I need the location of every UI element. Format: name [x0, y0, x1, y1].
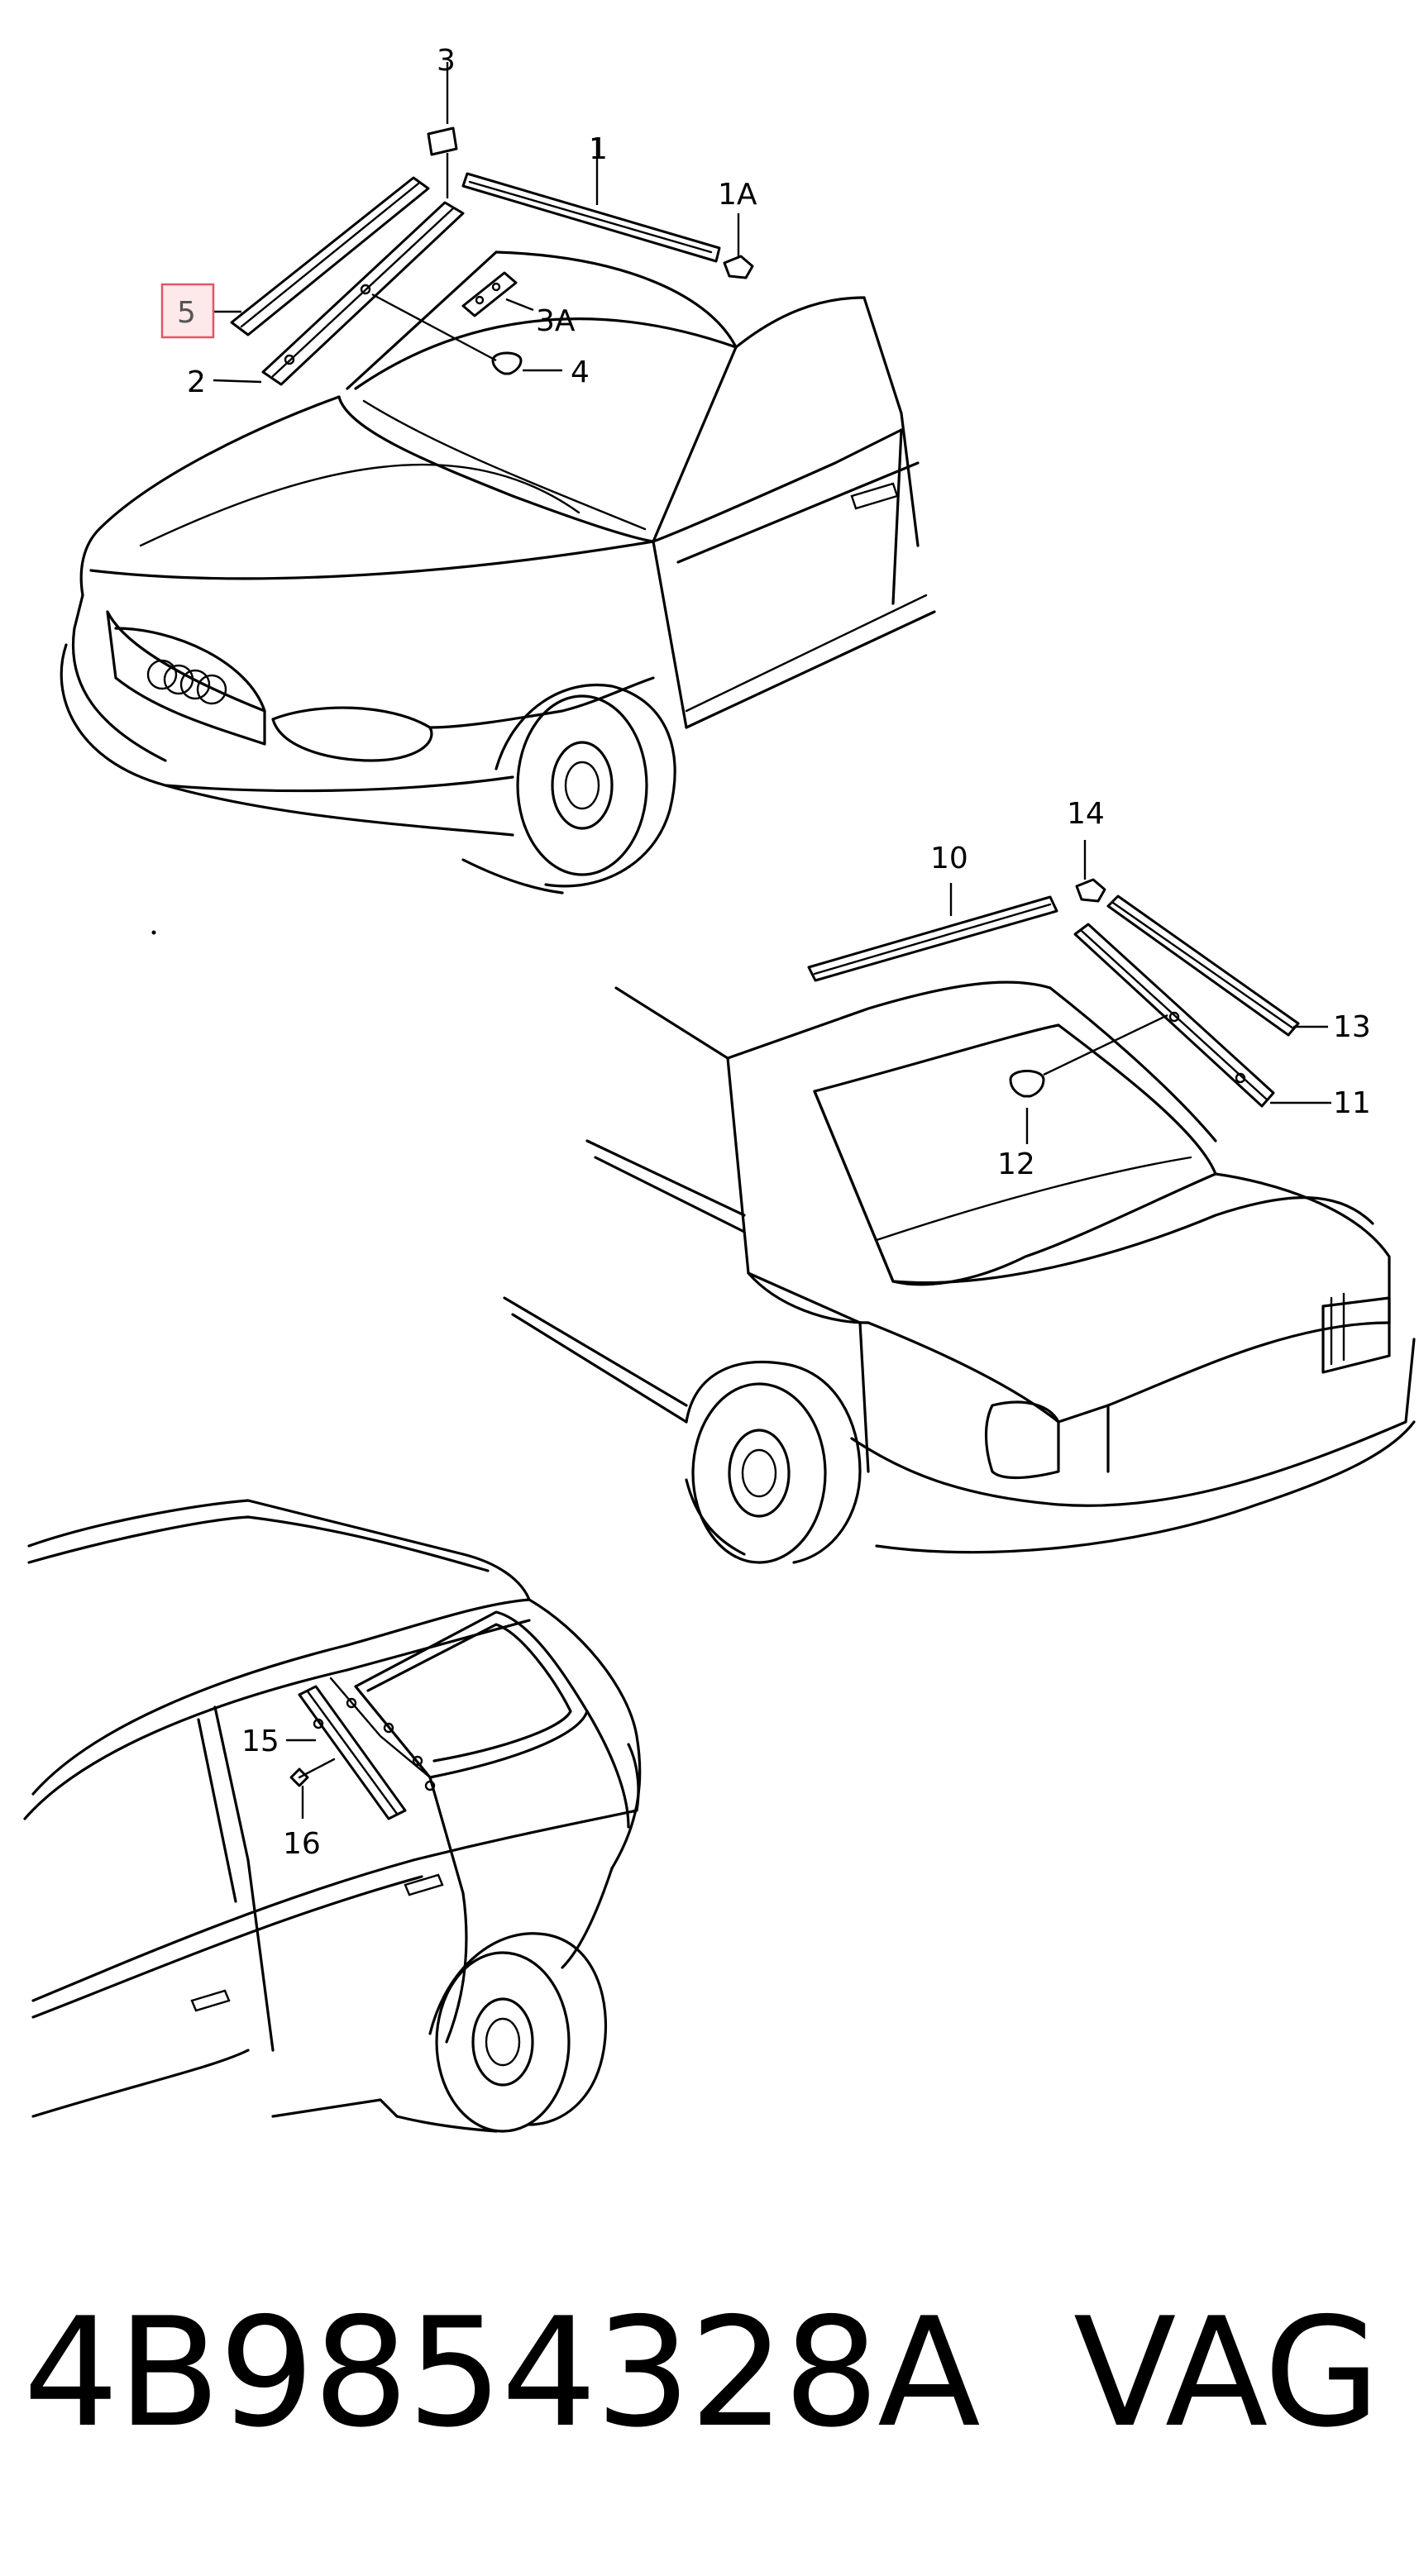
callout-1A: 1A: [718, 178, 757, 212]
callout-2: 2: [187, 365, 206, 399]
callout-10: 10: [930, 842, 968, 875]
part-1A-clip-drawing: [723, 255, 754, 279]
part-4-drawing: [491, 351, 523, 375]
callout-14: 14: [1067, 797, 1105, 831]
rear-parts: [807, 840, 1331, 1144]
highlighted-callout-box: [160, 283, 215, 339]
callout-5: 5: [177, 296, 196, 330]
callout-15: 15: [241, 1724, 280, 1758]
front-parts: [212, 62, 754, 386]
part-14-clip-drawing: [1075, 878, 1106, 903]
callout-1: 1: [589, 132, 608, 166]
part-number-footer: 4B9854328A VAG: [23, 2290, 1396, 2455]
callout-16: 16: [283, 1827, 321, 1861]
part-12-drawing: [1009, 1070, 1045, 1098]
front-callouts: 3 1 1A 5 3A 2 4: [160, 44, 757, 399]
part-3-drawing: [427, 126, 458, 156]
part-number: 4B9854328A: [23, 2285, 981, 2460]
front-car-drawing: [60, 250, 936, 894]
wagon-drawing: [23, 1499, 642, 2133]
rear-car-drawing: [503, 980, 1416, 1564]
callout-3: 3: [437, 44, 456, 78]
callout-4: 4: [571, 355, 590, 389]
callout-11: 11: [1333, 1086, 1371, 1120]
stray-dot: [151, 930, 156, 935]
wagon-parts: [286, 1677, 436, 1820]
brand-name: VAG: [1073, 2285, 1380, 2460]
rear-callouts: 10 14 13 11 12: [930, 797, 1371, 1181]
wagon-callouts: 15 16: [241, 1724, 321, 1861]
callout-12: 12: [997, 1147, 1035, 1181]
callout-3A: 3A: [536, 304, 576, 338]
callout-13: 13: [1333, 1010, 1371, 1044]
part-3A-drawing: [461, 271, 518, 317]
